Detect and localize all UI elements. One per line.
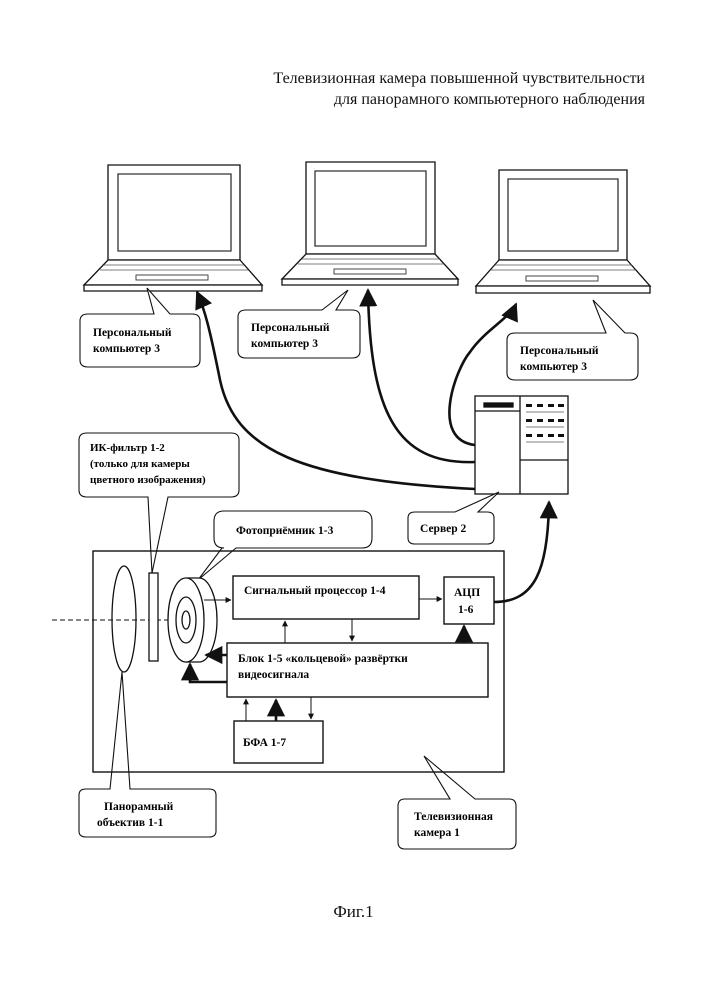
callout-server-text: Сервер 2 — [420, 523, 467, 535]
adc-label-line-2: 1-6 — [458, 604, 474, 616]
callout-ir-filter-line-2: (только для камеры — [90, 458, 190, 470]
callout-ir-filter-line-3: цветного изображения) — [90, 474, 206, 486]
callout-tv-camera-line-2: камера 1 — [414, 827, 460, 839]
ir-filter-plate — [149, 573, 158, 661]
arrow-scan-to-photodetector-lower — [190, 664, 227, 682]
adc-label-line-1: АЦП — [454, 587, 480, 599]
signal-processor-block — [233, 576, 419, 619]
cable-adc-to-server — [494, 502, 549, 602]
callout-ir-filter-line-1: ИК-фильтр 1-2 — [90, 442, 165, 454]
adc-block — [444, 577, 494, 624]
photodetector-ring — [168, 578, 217, 662]
callout-pc-left-line-2: компьютер 3 — [93, 343, 160, 355]
callout-photodetector-text: Фотоприёмник 1-3 — [236, 525, 334, 537]
callout-ir-filter — [79, 433, 239, 573]
bfa-label: БФА 1-7 — [243, 737, 286, 749]
figure-caption: Фиг.1 — [0, 902, 707, 922]
laptop-middle-icon — [282, 162, 458, 285]
server-icon — [475, 396, 568, 494]
panoramic-lens-shape — [112, 566, 136, 672]
callout-panoramic-lens-line-2: объектив 1-1 — [97, 817, 164, 829]
cable-server-to-pc-middle — [368, 290, 475, 462]
laptop-right-icon — [476, 170, 650, 293]
callout-pc-left-line-1: Персональный — [93, 327, 172, 339]
scan-block-label-line-2: видеосигнала — [238, 669, 309, 681]
callout-pc-right-line-2: компьютер 3 — [520, 361, 587, 373]
callout-panoramic-lens-line-1: Панорамный — [104, 801, 174, 813]
callout-pc-middle-line-1: Персональный — [251, 322, 330, 334]
callout-photodetector — [198, 511, 372, 580]
callout-server — [408, 492, 499, 544]
callout-pc-right-line-1: Персональный — [520, 345, 599, 357]
callout-pc-middle-line-2: компьютер 3 — [251, 338, 318, 350]
laptop-left-icon — [84, 165, 262, 291]
callout-tv-camera-line-1: Телевизионная — [414, 811, 493, 823]
scan-block-label-line-1: Блок 1-5 «кольцевой» развёртки — [238, 653, 408, 665]
signal-processor-label: Сигнальный процессор 1-4 — [244, 585, 386, 597]
